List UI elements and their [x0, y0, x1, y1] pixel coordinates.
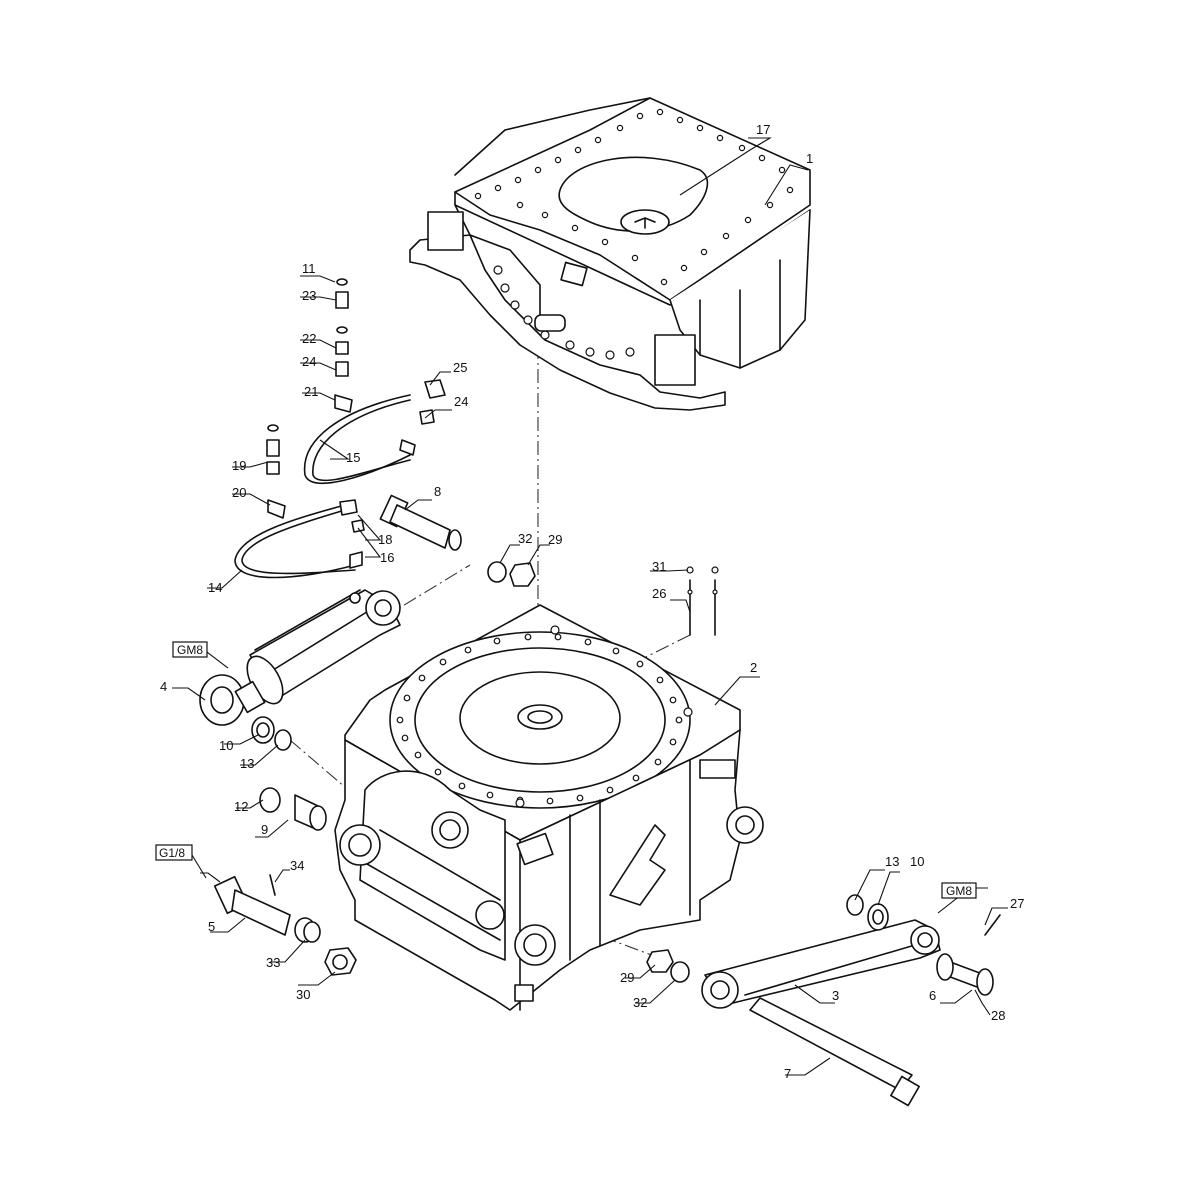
bushings: [251, 716, 889, 931]
callout-10a: 10: [219, 738, 233, 753]
callout-32a: 32: [518, 531, 532, 546]
callout-18: 18: [378, 532, 392, 547]
callout-13a: 13: [240, 756, 254, 771]
hoses: [234, 394, 411, 579]
callout-4: 4: [160, 679, 167, 694]
callout-29a: 29: [548, 532, 562, 547]
callout-15: 15: [346, 450, 360, 465]
reference-box-g18: G1/8: [155, 844, 207, 879]
callout-14: 14: [208, 580, 222, 595]
leaders: [172, 137, 1008, 1076]
callout-33: 33: [266, 955, 280, 970]
callout-24b: 24: [454, 394, 468, 409]
callout-8: 8: [434, 484, 441, 499]
top-plate-holes: [474, 108, 794, 286]
callout-10b: 10: [910, 854, 924, 869]
callout-17: 17: [756, 122, 770, 137]
callout-labels: 1 17 2 3 4 5 6 7 8 9 10 10 11 12 13 13 1…: [160, 122, 1024, 1081]
callout-16: 16: [380, 550, 394, 565]
link-arm: [701, 919, 941, 1009]
reference-text: G1/8: [159, 846, 185, 860]
callout-26: 26: [652, 586, 666, 601]
reference-text: GM8: [177, 643, 203, 657]
pin-assembly: [213, 874, 357, 976]
fittings: [266, 278, 446, 569]
valve-block-left: [427, 211, 464, 251]
callout-19: 19: [232, 458, 246, 473]
callout-29b: 29: [620, 970, 634, 985]
ring-fittings: [493, 265, 635, 360]
reference-text: GM8: [946, 884, 972, 898]
callout-7: 7: [784, 1066, 791, 1081]
callout-34: 34: [290, 858, 304, 873]
callout-11: 11: [302, 261, 316, 276]
bolt-axis: [519, 634, 691, 721]
nameplate: [699, 759, 736, 779]
callout-6: 6: [929, 988, 936, 1003]
callout-5: 5: [208, 919, 215, 934]
pin-8: [379, 494, 462, 551]
callout-1: 1: [806, 151, 813, 166]
callout-21: 21: [304, 384, 318, 399]
lower-body: [334, 604, 764, 1011]
callout-25: 25: [453, 360, 467, 375]
upper-frame: [409, 97, 811, 411]
callout-12: 12: [234, 799, 248, 814]
callout-31: 31: [652, 559, 666, 574]
hydraulic-cylinder: [199, 589, 401, 726]
callout-32b: 32: [633, 995, 647, 1010]
callout-13b: 13: [885, 854, 899, 869]
callout-27: 27: [1010, 896, 1024, 911]
cylinder-axis: [239, 564, 471, 706]
callout-20: 20: [232, 485, 246, 500]
disk-holes: [396, 633, 683, 805]
callout-2: 2: [750, 660, 757, 675]
callout-28: 28: [991, 1008, 1005, 1023]
reference-box-gm8-right: GM8: [941, 882, 977, 899]
body-logo: [609, 824, 666, 906]
bolts: [686, 566, 719, 636]
reference-box-gm8-left: GM8: [172, 641, 229, 669]
callout-22: 22: [302, 331, 316, 346]
callout-9: 9: [261, 822, 268, 837]
callout-3: 3: [832, 988, 839, 1003]
callout-24a: 24: [302, 354, 316, 369]
callout-30: 30: [296, 987, 310, 1002]
callout-23: 23: [302, 288, 316, 303]
short-pin: [936, 914, 1001, 996]
valve-block-right: [654, 334, 696, 386]
long-pin: [749, 997, 920, 1107]
